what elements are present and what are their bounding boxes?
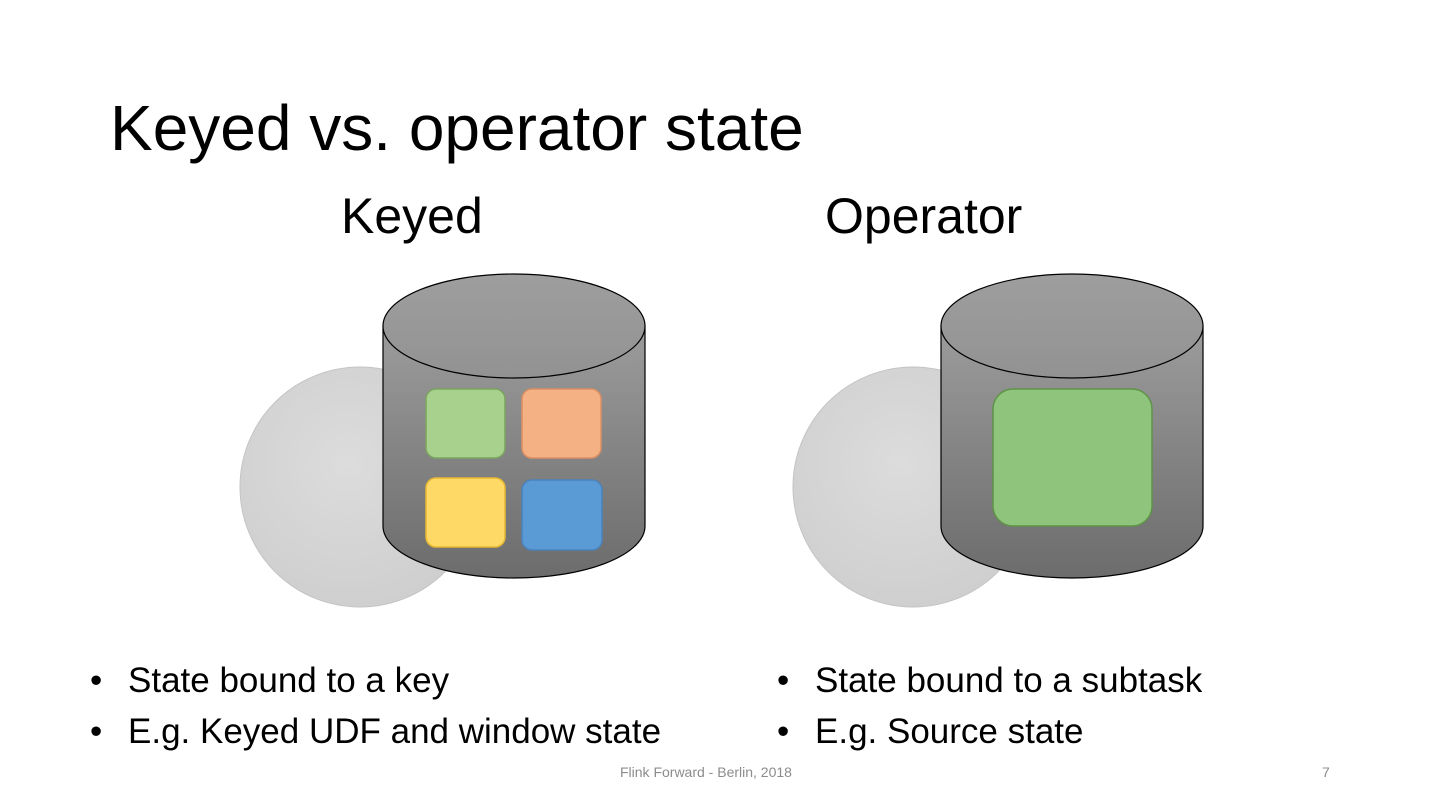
operator-bullet-1: State bound to a subtask	[777, 655, 1202, 706]
keyed-state-block-blue	[521, 479, 603, 551]
keyed-bullet-2: E.g. Keyed UDF and window state	[90, 706, 661, 757]
operator-bullets: State bound to a subtask E.g. Source sta…	[777, 655, 1202, 757]
keyed-bullet-1: State bound to a key	[90, 655, 661, 706]
keyed-state-block-yellow	[425, 477, 506, 548]
keyed-state-block-green	[425, 388, 506, 459]
slide-title: Keyed vs. operator state	[110, 92, 804, 164]
operator-heading: Operator	[825, 188, 1023, 244]
keyed-bullets: State bound to a key E.g. Keyed UDF and …	[90, 655, 661, 757]
keyed-state-cylinder	[382, 273, 646, 579]
keyed-state-block-orange	[521, 388, 602, 459]
keyed-cylinder-top	[382, 273, 646, 379]
operator-state-block	[992, 388, 1153, 527]
operator-bullet-2: E.g. Source state	[777, 706, 1202, 757]
keyed-heading: Keyed	[341, 188, 483, 244]
slide-number: 7	[1322, 764, 1330, 780]
keyed-diagram	[239, 273, 646, 608]
operator-cylinder-top	[940, 273, 1204, 379]
operator-diagram	[792, 273, 1204, 608]
footer-text: Flink Forward - Berlin, 2018	[620, 764, 792, 780]
